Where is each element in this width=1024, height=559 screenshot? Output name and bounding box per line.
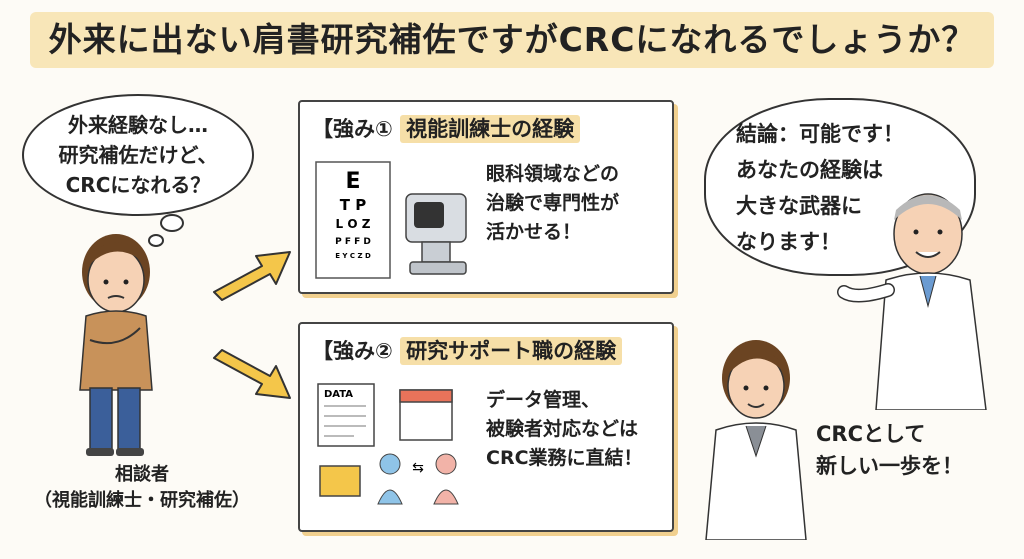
- person-blue-icon: [379, 453, 401, 475]
- strength-1-heading: 【強み① 視能訓練士の経験: [312, 112, 581, 146]
- data-sheet-label: DATA: [324, 389, 353, 400]
- strength-2-line: 被験者対応などは: [486, 418, 639, 440]
- consultant-figure: [79, 234, 153, 456]
- strength-1-line: 治験で専門性が: [486, 192, 620, 214]
- thought-dot: [160, 214, 184, 232]
- strength-1-title: 視能訓練士の経験: [400, 115, 581, 143]
- strength-1-body: 眼科領域などの 治験で専門性が 活かせる！: [486, 160, 619, 247]
- thought-line: 外来経験なし…: [68, 113, 208, 137]
- eye-chart-row: T P: [340, 196, 366, 214]
- new-crc-caption: CRCとして 新しい一歩を！: [816, 418, 963, 482]
- arrow-down-right-icon: [213, 349, 291, 399]
- eye-chart-row: L O Z: [336, 217, 371, 231]
- arrow-up-right-icon: [213, 251, 291, 301]
- strength-1-line: 活かせる！: [486, 221, 582, 243]
- strength-card-1: 【強み① 視能訓練士の経験 E T P L O Z P F F D E Y C …: [298, 100, 674, 294]
- new-crc-line: CRCとして: [816, 422, 926, 446]
- consultant-name: 相談者: [115, 464, 169, 485]
- research-icons: DATA ⇆: [317, 383, 459, 505]
- eye-chart-row: P F F D: [335, 237, 371, 247]
- svg-text:⇆: ⇆: [412, 460, 424, 476]
- folder-icon: [319, 465, 361, 497]
- new-crc-line: 新しい一歩を！: [816, 454, 963, 478]
- title-highlight: [30, 12, 994, 68]
- doctor-figure: [837, 193, 987, 410]
- strength-2-line: CRC業務に直結！: [486, 447, 643, 469]
- strength-2-label: 【強み②: [312, 339, 393, 363]
- strength-2-heading: 【強み② 研究サポート職の経験: [312, 334, 623, 368]
- conclusion-line: なります！: [736, 230, 841, 254]
- eye-chart-icon: E T P L O Z P F F D E Y C Z D: [315, 161, 467, 279]
- eye-chart-row: E Y C Z D: [335, 252, 371, 260]
- consultant-role: （視能訓練士・研究補佐）: [34, 490, 250, 511]
- conclusion-line: 大きな武器に: [736, 194, 862, 218]
- new-crc-figure: [705, 340, 807, 540]
- strength-card-2: 【強み② 研究サポート職の経験 DATA ⇆ データ管理、 被験者対応などは C…: [298, 322, 674, 532]
- eye-chart-row: E: [345, 169, 360, 194]
- thought-line: 研究補佐だけど、: [58, 143, 218, 167]
- strength-1-line: 眼科領域などの: [486, 163, 620, 185]
- consultant-caption: 相談者 （視能訓練士・研究補佐）: [22, 462, 262, 514]
- strength-1-label: 【強み①: [312, 117, 393, 141]
- conclusion-line: あなたの経験は: [736, 158, 883, 182]
- person-pink-icon: [435, 453, 457, 475]
- strength-2-body: データ管理、 被験者対応などは CRC業務に直結！: [486, 386, 643, 473]
- strength-2-title: 研究サポート職の経験: [400, 337, 623, 365]
- thought-dot: [148, 234, 164, 247]
- thought-bubble: 外来経験なし… 研究補佐だけど、 CRCになれる？: [22, 94, 254, 216]
- page-title: 外来に出ない肩書研究補佐ですがCRCになれるでしょうか？: [48, 20, 976, 59]
- strength-2-line: データ管理、: [486, 389, 601, 411]
- conclusion-line: 結論：可能です！: [736, 122, 904, 146]
- thought-line: CRCになれる？: [65, 173, 211, 197]
